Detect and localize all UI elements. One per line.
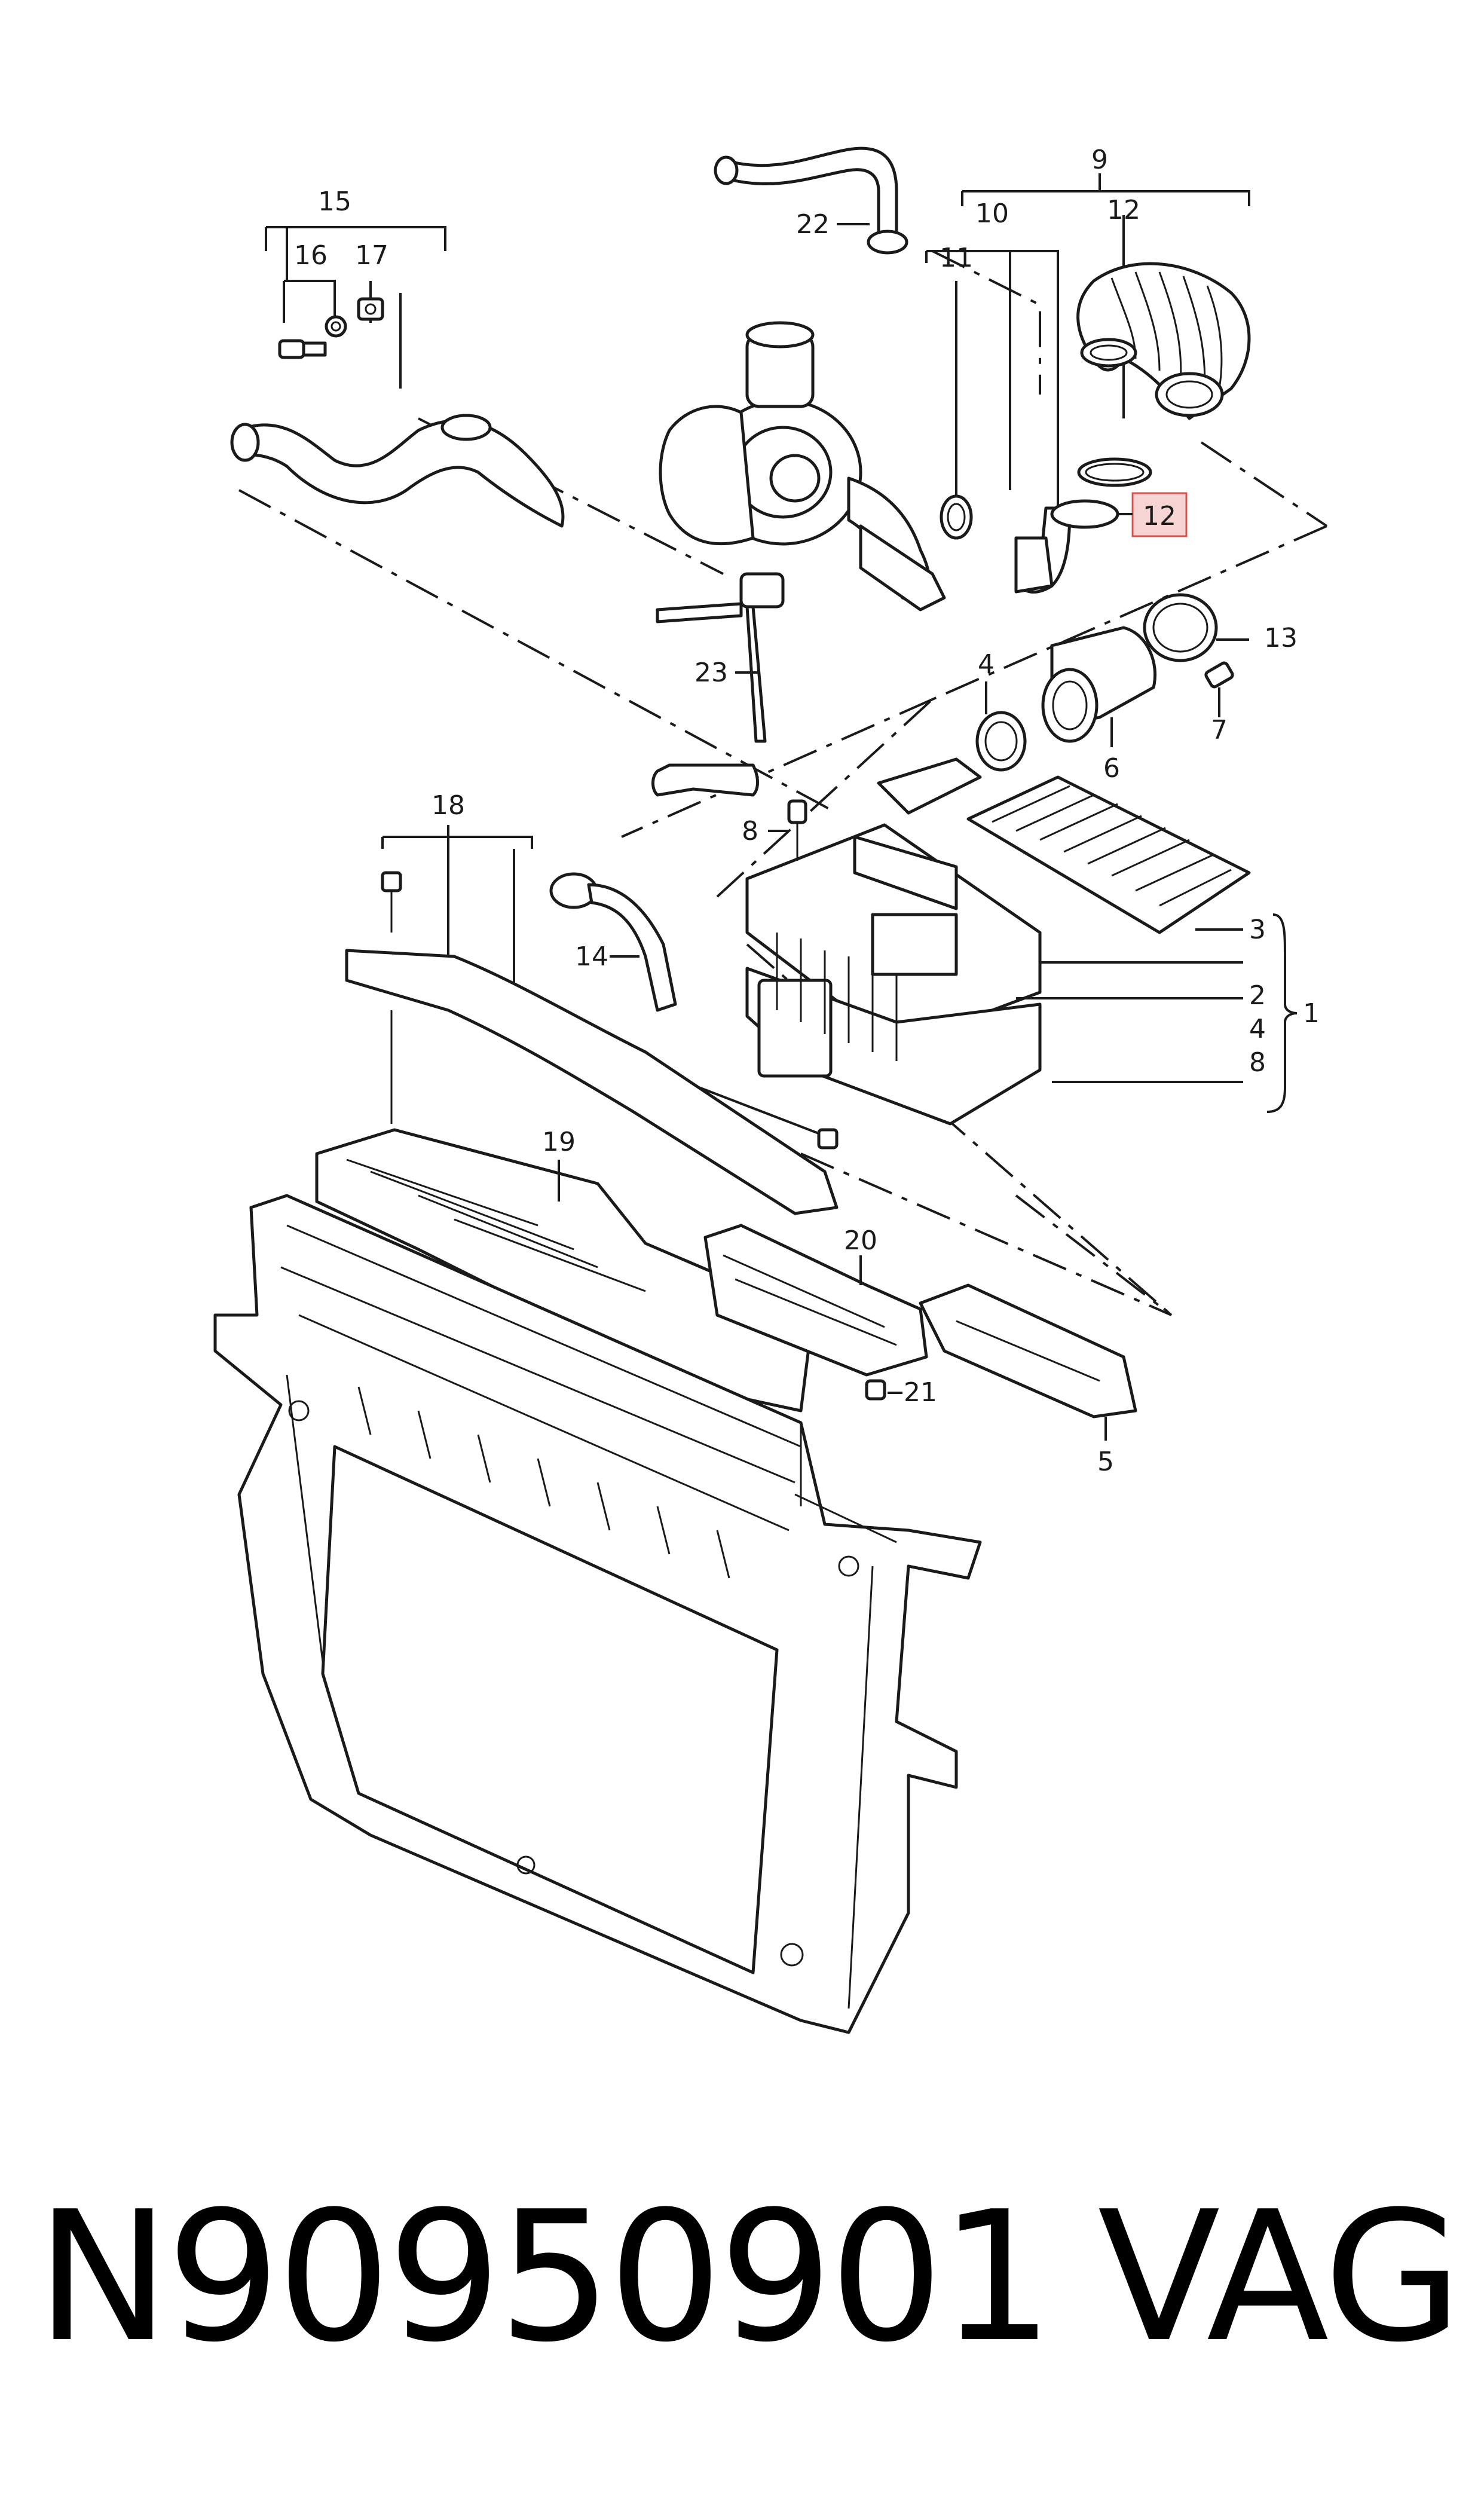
part-5-duct: 5: [919, 1283, 1137, 1477]
callout-5: 5: [1097, 1447, 1114, 1477]
callout-23: 23: [694, 658, 728, 688]
front-carrier: [213, 1194, 982, 2034]
bolt-16: [278, 315, 347, 359]
callout-19: 19: [542, 1127, 576, 1157]
part-15-hose-group: 15 16 17: [230, 187, 565, 528]
part-23-vacuum-line: 23: [651, 572, 785, 797]
part-14-hose: 14: [549, 872, 677, 1012]
callout-12-highlight: 12: [1143, 501, 1176, 531]
callout-22: 22: [796, 209, 830, 240]
part-19-air-guide: 19: [315, 1127, 815, 1413]
highlight-callout-12: [1131, 492, 1188, 537]
turbocharger: [659, 321, 946, 612]
callout-3: 3: [1249, 915, 1266, 945]
callout-17: 17: [355, 240, 388, 271]
callout-4-top: 4: [978, 649, 995, 680]
seal-4: [975, 711, 1027, 772]
part-6-maf-group: 13 6 7 4: [975, 593, 1298, 784]
assembly-dash-lines: [238, 250, 1328, 1316]
part-20-air-guide: 20 21: [703, 1224, 937, 1408]
callout-13: 13: [1264, 623, 1298, 653]
callout-20: 20: [844, 1225, 877, 1256]
callout-10: 10: [975, 198, 1009, 229]
callout-7: 7: [1211, 715, 1228, 745]
o-ring-11: [940, 494, 973, 540]
bolt-21: [865, 1379, 886, 1401]
callout-18: 18: [432, 790, 465, 821]
hose-15: [237, 419, 565, 528]
bolt-7: [1204, 661, 1234, 689]
callout-2: 2: [1249, 980, 1266, 1011]
part-number: N90950901: [36, 2173, 1054, 2382]
callout-4-right: 4: [1249, 1014, 1266, 1044]
callout-16: 16: [294, 240, 328, 271]
callout-12-top: 12: [1107, 195, 1140, 225]
brand-name: VAG: [1097, 2173, 1462, 2382]
nut-17: [357, 297, 384, 321]
part-18-cover-panel: 18: [345, 790, 839, 1215]
callout-11: 11: [940, 243, 973, 273]
callout-6: 6: [1103, 753, 1120, 784]
callout-8-right: 8: [1249, 1047, 1266, 1078]
part-22-breather-hose: 22: [714, 146, 908, 255]
bolt-8: [787, 799, 807, 824]
callout-21: 21: [904, 1377, 937, 1408]
callout-15: 15: [318, 187, 351, 217]
callout-8-top: 8: [742, 816, 758, 846]
footer: N90950901 VAG: [0, 2188, 1484, 2439]
clamp-13: [1143, 593, 1218, 662]
part-1-air-filter-housing: 8 3 2 4 8 1: [742, 757, 1320, 1126]
callout-9: 9: [1091, 145, 1108, 175]
part-9-intake-group: 9 10 12 11 12: [925, 145, 1251, 594]
callout-14: 14: [575, 941, 608, 972]
callout-1: 1: [1303, 998, 1320, 1029]
